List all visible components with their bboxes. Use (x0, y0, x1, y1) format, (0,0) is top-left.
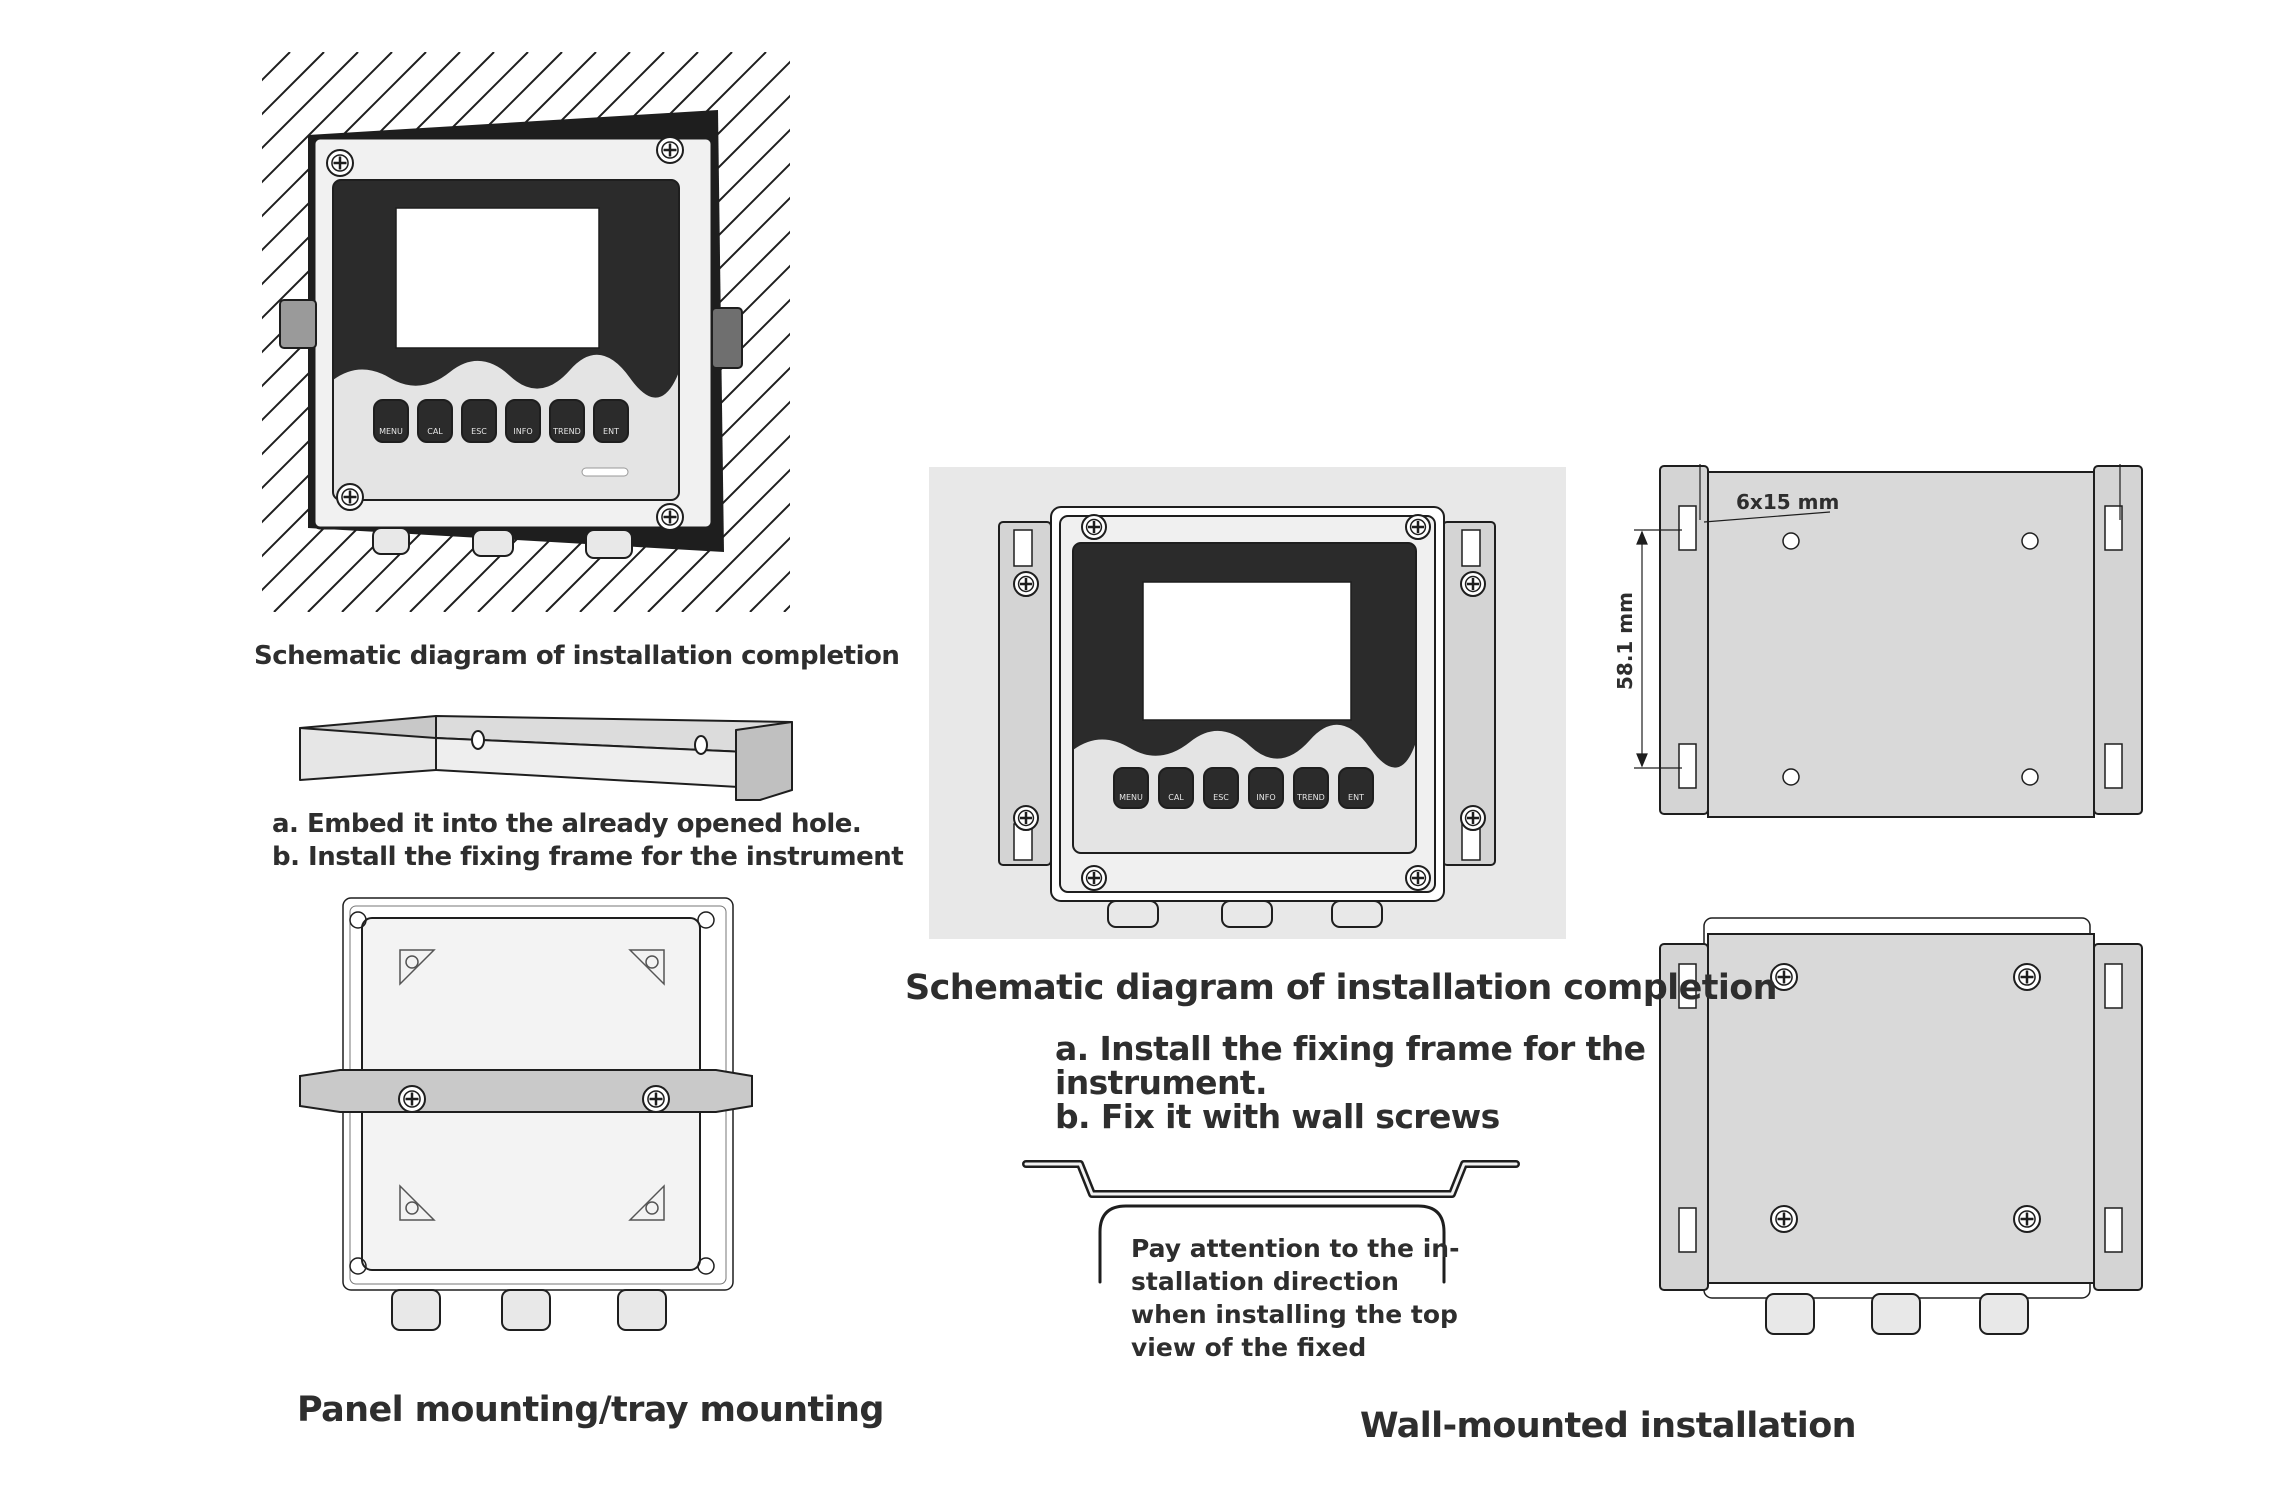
screw-icon (2013, 1205, 2041, 1233)
wall-hatch-line (262, 52, 393, 184)
keypad-wall: MENU CAL ESC INFO TREND ENT (1119, 793, 1364, 802)
wall-hatch-line (0, 52, 256, 612)
screw-icon (1081, 514, 1107, 540)
screw-icon (326, 149, 354, 177)
keypad-key-label: ENT (603, 427, 619, 436)
keypad-key-label: INFO (513, 427, 532, 436)
keypad-key (373, 399, 409, 443)
installation-direction-note: Pay attention to the in- stallation dire… (1131, 1232, 1459, 1364)
keypad-key (1293, 767, 1329, 809)
wall-mounted-rear-view (1659, 917, 2143, 1335)
screw-icon (1770, 963, 1798, 991)
keypad-key-label: TREND (552, 427, 581, 436)
screw-icon (1081, 865, 1107, 891)
keypad-key-label: MENU (1119, 793, 1143, 802)
wall-mounted-title: Wall-mounted installation (1360, 1406, 1857, 1446)
screw-icon (656, 503, 684, 531)
wall-hatch-line (0, 52, 222, 612)
panel-completion-illustration (0, 52, 790, 612)
note-line: stallation direction (1131, 1267, 1399, 1296)
panel-mounting-title: Panel mounting/tray mounting (297, 1390, 884, 1430)
wall-step-a-line1: a. Install the fixing frame for the (1055, 1029, 1646, 1068)
slot-dimension-label: 6x15 mm (1736, 490, 1839, 514)
keypad-key (1203, 767, 1239, 809)
wall-step-b: b. Fix it with wall screws (1055, 1097, 1500, 1136)
keypad-key-label: CAL (1168, 793, 1184, 802)
wall-hatch-line (681, 502, 790, 612)
wall-bracket-plate (1634, 464, 2143, 818)
panel-mounting-rear-view (299, 897, 753, 1331)
hole-spacing-dimension-label: 58.1 mm (1613, 592, 1637, 690)
screw-icon (642, 1085, 670, 1113)
panel-completion-caption: Schematic diagram of installation comple… (254, 641, 900, 671)
note-line: view of the fixed (1131, 1333, 1367, 1362)
panel-step-b: b. Install the fixing frame for the inst… (272, 842, 904, 872)
keypad-key (461, 399, 497, 443)
screw-icon (1405, 514, 1431, 540)
keypad-key (1158, 767, 1194, 809)
screw-icon (1013, 571, 1039, 597)
screw-icon (336, 483, 364, 511)
wall-completion-illustration (929, 467, 1566, 939)
keypad-key-label: ESC (1213, 793, 1229, 802)
wall-hatch-line (647, 468, 790, 612)
keypad-key (549, 399, 585, 443)
screw-icon (656, 136, 684, 164)
keypad-key-label: MENU (379, 427, 403, 436)
keypad-key (1113, 767, 1149, 809)
screw-icon (1770, 1205, 1798, 1233)
keypad-key-label: ESC (471, 427, 487, 436)
wall-bracket-profile (1022, 1160, 1520, 1284)
keypad-key (1248, 767, 1284, 809)
panel-step-a: a. Embed it into the already opened hole… (272, 809, 862, 839)
keypad-panel: MENU CAL ESC INFO TREND ENT (379, 427, 619, 436)
screw-icon (398, 1085, 426, 1113)
note-line: Pay attention to the in- (1131, 1234, 1460, 1263)
keypad-key-label: ENT (1348, 793, 1364, 802)
keypad-key-label: CAL (427, 427, 443, 436)
note-line: when installing the top (1131, 1300, 1458, 1329)
keypad-key (1338, 767, 1374, 809)
screw-icon (1405, 865, 1431, 891)
keypad-key-label: INFO (1256, 793, 1275, 802)
keypad-key (593, 399, 629, 443)
screw-icon (1460, 571, 1486, 597)
screw-icon (1460, 805, 1486, 831)
panel-bracket-illustration (299, 715, 793, 801)
keypad-key-label: TREND (1296, 793, 1325, 802)
wall-hatch-line (262, 52, 291, 82)
wall-hatch-line (262, 52, 359, 150)
wall-completion-caption: Schematic diagram of installation comple… (905, 968, 1778, 1008)
keypad-key (505, 399, 541, 443)
keypad-key (417, 399, 453, 443)
wall-step-a-line2: instrument. (1055, 1063, 1268, 1102)
screw-icon (1013, 805, 1039, 831)
screw-icon (2013, 963, 2041, 991)
